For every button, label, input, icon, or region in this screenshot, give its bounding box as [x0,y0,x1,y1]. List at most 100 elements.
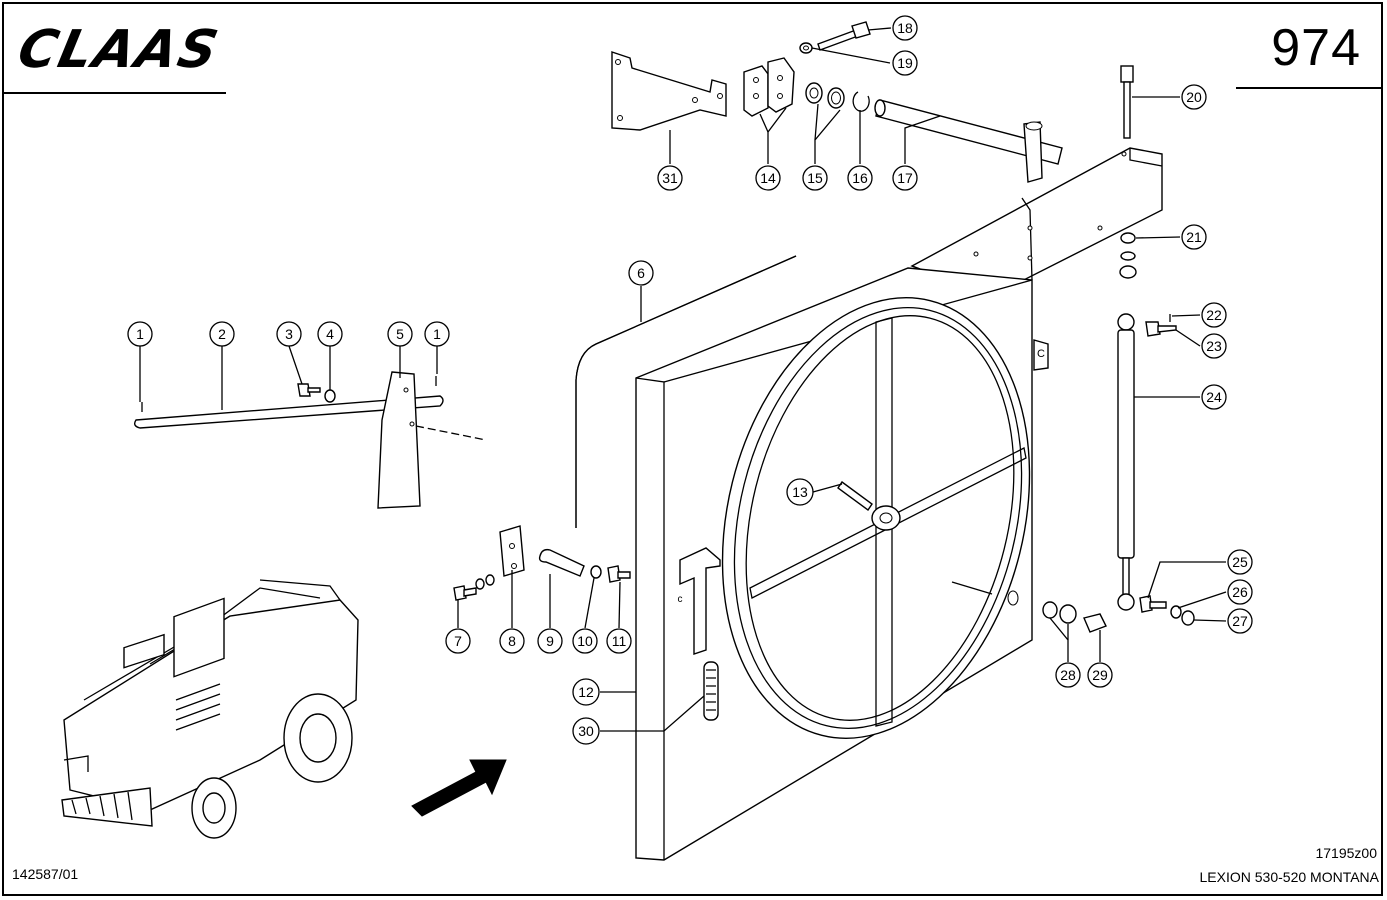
callout-5: 5 [387,321,413,347]
svg-text:19: 19 [897,55,913,71]
svg-text:18: 18 [897,20,913,36]
callout-20: 20 [1181,84,1207,110]
callout-29: 29 [1087,662,1113,688]
drawing-id: 17195z00 [1315,845,1377,861]
callout-22: 22 [1201,302,1227,328]
svg-text:16: 16 [852,170,868,186]
callout-4: 4 [317,321,343,347]
circlip-16 [852,91,870,112]
svg-text:31: 31 [662,170,678,186]
callout-18: 18 [892,15,918,41]
shaft-17 [874,99,1063,183]
svg-text:27: 27 [1232,613,1248,629]
bracket-31 [611,51,727,131]
svg-text:28: 28 [1060,667,1076,683]
callout-25: 25 [1227,549,1253,575]
bolt-29 [1083,613,1107,633]
seal-6 [575,255,797,528]
svg-text:17: 17 [897,170,913,186]
nut-27 [1181,610,1195,626]
svg-text:13: 13 [792,484,808,500]
callout-1-left: 1 [127,321,153,347]
svg-text:22: 22 [1206,307,1222,323]
svg-text:1: 1 [433,326,441,342]
latch-bracket-letter: c [678,594,683,605]
document-number: 142587/01 [12,866,79,882]
callout-8: 8 [499,628,525,654]
pin-9 [538,548,585,577]
callout-6: 6 [628,260,654,286]
gas-strut-24 [1117,313,1135,611]
page-number-underline [1236,87,1382,89]
direction-arrow [411,759,507,817]
washer-26 [1170,605,1182,619]
svg-text:9: 9 [546,633,554,649]
bolt-3 [297,383,321,397]
bolt-11 [607,565,631,583]
model-name: LEXION 530-520 MONTANA [1199,869,1379,885]
svg-text:7: 7 [454,633,462,649]
callout-7: 7 [445,628,471,654]
bolt-20 [1120,65,1134,139]
svg-text:4: 4 [326,326,334,342]
svg-text:20: 20 [1186,89,1202,105]
svg-text:24: 24 [1206,389,1222,405]
callout-23: 23 [1201,333,1227,359]
svg-text:8: 8 [508,633,516,649]
screen-panel-12: C c [635,267,1049,861]
washer-10 [590,565,602,579]
svg-text:30: 30 [578,723,594,739]
svg-text:5: 5 [396,326,404,342]
svg-text:21: 21 [1186,229,1202,245]
svg-text:3: 3 [285,326,293,342]
svg-text:15: 15 [807,170,823,186]
washer-4 [324,389,336,403]
svg-text:12: 12 [578,684,594,700]
callout-28: 28 [1055,662,1081,688]
rod-2 [133,395,444,429]
svg-text:10: 10 [577,633,593,649]
callout-15: 15 [802,165,828,191]
svg-text:23: 23 [1206,338,1222,354]
clamp-14 [743,57,795,117]
washer-16 [827,87,845,109]
page-number: 974 [1271,19,1361,77]
svg-text:26: 26 [1232,584,1248,600]
callout-1-right: 1 [424,321,450,347]
combine-harvester-illustration [61,579,359,839]
nuts-21 [1119,232,1137,279]
callout-2: 2 [209,321,235,347]
washer-15 [805,82,823,104]
callout-3: 3 [276,321,302,347]
bolt-23 [1145,321,1177,337]
pin-13 [837,481,873,511]
callout-17: 17 [892,165,918,191]
washer-19 [799,42,813,54]
callout-13: 13 [786,478,814,506]
bolt-18 [817,21,871,51]
callout-19: 19 [892,50,918,76]
callout-14: 14 [755,165,781,191]
callout-30: 30 [572,717,600,745]
bolt-25 [1139,595,1167,613]
callout-24: 24 [1201,384,1227,410]
callout-10: 10 [572,628,598,654]
callout-12: 12 [572,678,600,706]
svg-text:29: 29 [1092,667,1108,683]
svg-text:14: 14 [760,170,776,186]
latch-plate-8 [499,525,525,577]
logo-underline [2,92,226,94]
bolt-7 [453,585,477,601]
split-pin-1 [141,376,437,412]
callout-11: 11 [606,628,632,654]
callout-27: 27 [1227,608,1253,634]
callout-21: 21 [1181,224,1207,250]
callout-16: 16 [847,165,873,191]
callout-31: 31 [657,165,683,191]
svg-text:1: 1 [136,326,144,342]
spacers-28 [1042,601,1077,624]
leader-lines [139,27,1227,732]
svg-text:11: 11 [612,633,627,649]
